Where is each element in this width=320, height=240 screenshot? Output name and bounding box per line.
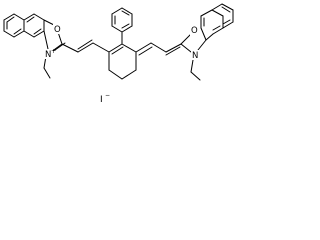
cyclohexene-ring [108, 43, 137, 80]
left-outer-benzene-ring [3, 13, 25, 38]
right-naphthoxazole-unit [180, 3, 234, 81]
right-oxazole-ring [180, 27, 207, 53]
molecule-drawing: O N + O N I − [3, 3, 234, 105]
right-outer-benzene-ring [211, 3, 234, 29]
positive-charge-label: + [51, 48, 56, 55]
oxygen-label-right: O [191, 26, 198, 36]
iodide-counterion-label: I [100, 95, 103, 105]
right-inner-benzene-ring [200, 9, 224, 41]
phenyl-ring [111, 7, 133, 45]
structure-diagram: O N + O N I − [0, 0, 258, 130]
oxygen-label-left: O [54, 25, 61, 35]
right-ethyl-group [190, 59, 201, 81]
iodide-charge-label: − [105, 92, 110, 99]
nitrogen-label-right: N [192, 51, 198, 61]
left-naphthoxazolium-unit [3, 13, 66, 79]
polymethine-bridge [61, 7, 182, 80]
nitrogen-label-left: N [45, 50, 51, 60]
left-inner-benzene-ring [23, 13, 45, 38]
